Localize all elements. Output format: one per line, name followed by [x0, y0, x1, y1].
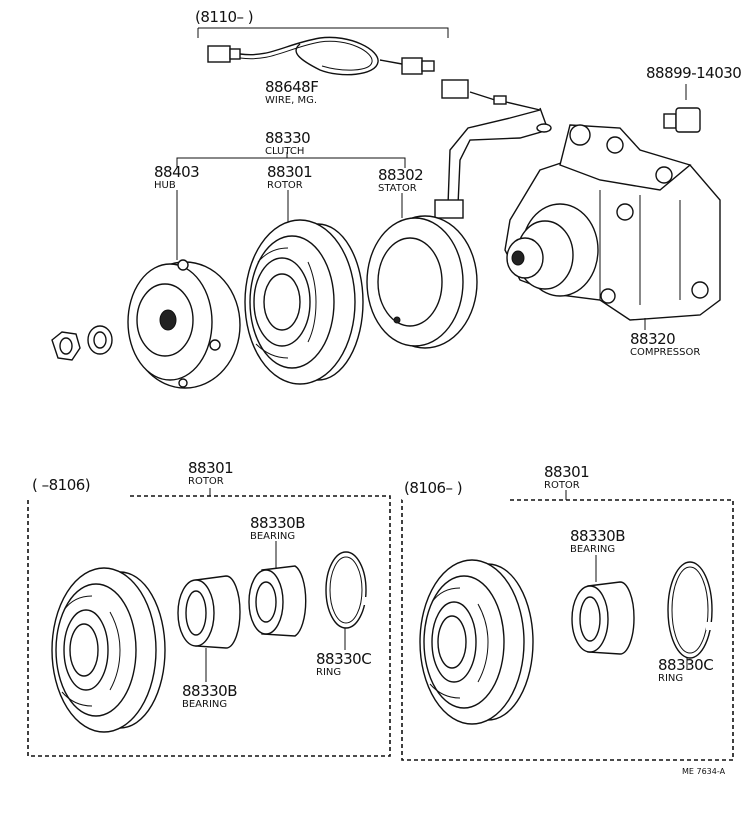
switch-code: 88899-14030 [646, 64, 741, 82]
panel-left-rotor[interactable] [51, 567, 166, 733]
panel-left-ring-name: RING [316, 667, 341, 678]
panel-right-rotor[interactable] [419, 559, 534, 725]
wire-name: WIRE, MG. [265, 95, 317, 106]
panel-left-bearing-1[interactable] [177, 575, 241, 649]
panel-right-bearing-code: 88330B [570, 527, 625, 545]
stator-name: STATOR [378, 183, 417, 194]
compressor-name: COMPRESSOR [630, 347, 700, 358]
rotor-part[interactable] [244, 219, 364, 385]
panel-right-ring-code: 88330C [658, 656, 713, 674]
stator-part[interactable] [366, 215, 478, 349]
panel-left-ring-code: 88330C [316, 650, 371, 668]
panel-right-rotor-name: ROTOR [544, 480, 580, 491]
panel-right-ring[interactable] [667, 561, 716, 659]
wire-harness[interactable] [207, 36, 435, 76]
connector-lead[interactable] [434, 79, 552, 219]
stator-code: 88302 [378, 166, 423, 184]
hub-code: 88403 [154, 163, 199, 181]
wire-period-label: (8110– ) [195, 8, 253, 26]
panel-right: (8106– ) 88301 ROTOR 88330B BEARING [401, 463, 734, 761]
compressor-part[interactable] [504, 124, 721, 321]
panel-left-border [27, 495, 391, 757]
nut-part[interactable] [51, 331, 81, 361]
panel-left-period: ( –8106) [32, 476, 90, 494]
panel-left-bearing-top-code: 88330B [250, 514, 305, 532]
hub-name: HUB [154, 180, 176, 191]
panel-right-bearing-name: BEARING [570, 544, 615, 555]
magnetic-switch[interactable] [663, 84, 701, 133]
panel-left: ( –8106) 88301 ROTOR 88330B BEARING 8833… [27, 459, 391, 757]
panel-left-bearing-top-name: BEARING [250, 531, 295, 542]
washer-part[interactable] [87, 325, 113, 355]
compressor-code: 88320 [630, 330, 675, 348]
clutch-bracket [176, 152, 406, 168]
hub-part[interactable] [127, 259, 241, 389]
panel-left-rotor-code: 88301 [188, 459, 233, 477]
panel-left-ring[interactable] [325, 551, 370, 629]
clutch-name: CLUTCH [265, 146, 304, 157]
wire-period-bracket: (8110– ) [195, 8, 449, 38]
clutch-code: 88330 [265, 129, 310, 147]
reference-number: ME 7634-A [682, 767, 726, 776]
rotor-code: 88301 [267, 163, 312, 181]
rotor-name: ROTOR [267, 180, 303, 191]
panel-left-bearing-2[interactable] [248, 565, 307, 637]
panel-right-border [401, 499, 734, 761]
panel-left-bearing-bottom-code: 88330B [182, 682, 237, 700]
panel-right-rotor-code: 88301 [544, 463, 589, 481]
panel-left-rotor-name: ROTOR [188, 476, 224, 487]
panel-right-bearing[interactable] [571, 581, 635, 655]
panel-right-period: (8106– ) [404, 479, 462, 497]
wire-code: 88648F [265, 78, 318, 96]
panel-right-ring-name: RING [658, 673, 683, 684]
panel-left-bearing-bottom-name: BEARING [182, 699, 227, 710]
